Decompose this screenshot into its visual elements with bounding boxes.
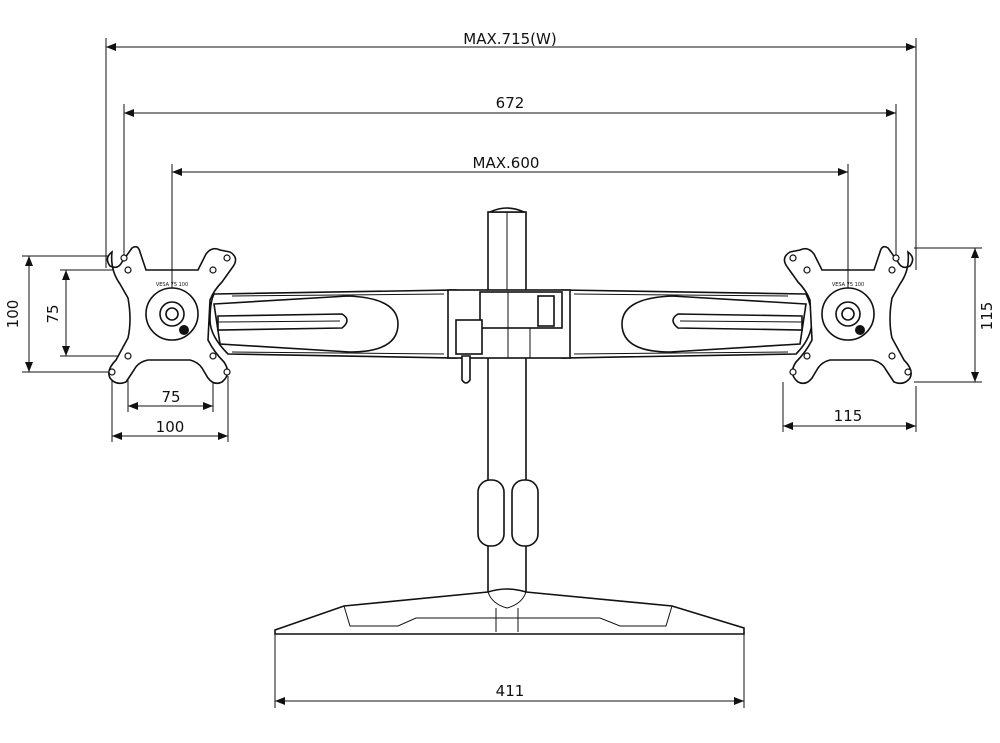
dimension-left-vesa-small-height: 75 xyxy=(44,269,128,357)
center-clamp xyxy=(447,289,571,384)
right-plate-label: VESA 75 100 xyxy=(832,282,864,288)
dimension-label-right-plate-width: 115 xyxy=(834,407,863,425)
dimension-label-vesa-center-span: MAX.600 xyxy=(473,154,540,172)
stand-base xyxy=(274,588,745,635)
dimension-label-left-vesa-small-height: 75 xyxy=(44,304,62,323)
dimension-right-plate-width: 115 xyxy=(782,382,917,432)
dimension-left-vesa-small-width: 75 xyxy=(127,360,214,412)
dimension-left-vesa-large-width: 100 xyxy=(111,376,229,442)
pole-grips xyxy=(477,479,539,547)
dimension-arm-span: 672 xyxy=(123,94,897,262)
dimension-overall-width: MAX.715(W) xyxy=(105,30,917,270)
left-vesa-plate: VESA 75 100 xyxy=(106,245,237,385)
dimension-label-overall-width: MAX.715(W) xyxy=(463,30,556,48)
dimension-right-plate-height: 115 xyxy=(914,247,996,383)
dimension-left-vesa-large-height: 100 xyxy=(4,255,112,373)
left-plate-label: VESA 75 100 xyxy=(156,282,188,288)
dimension-label-left-vesa-large-height: 100 xyxy=(4,300,22,329)
dimension-label-left-vesa-small-width: 75 xyxy=(161,388,180,406)
left-arm xyxy=(209,289,457,359)
dimension-label-right-plate-height: 115 xyxy=(978,302,996,331)
dimension-label-arm-span: 672 xyxy=(496,94,525,112)
dimension-label-base-width: 411 xyxy=(496,682,525,700)
center-pole xyxy=(487,207,527,633)
dimension-label-left-vesa-large-width: 100 xyxy=(156,418,185,436)
dimension-base-width: 411 xyxy=(274,634,745,708)
right-arm xyxy=(561,289,813,359)
right-vesa-plate: VESA 75 100 xyxy=(783,245,914,385)
